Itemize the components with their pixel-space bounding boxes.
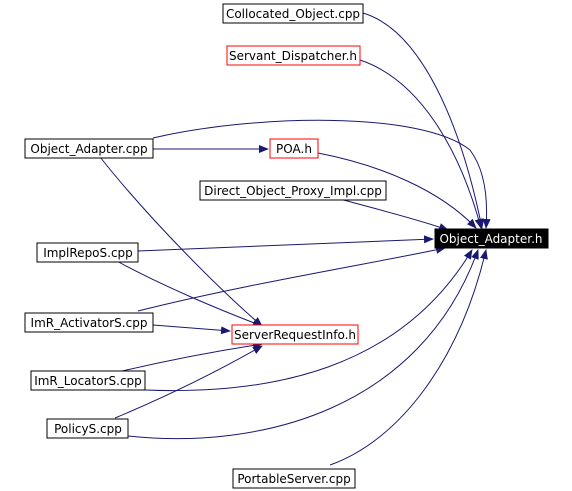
node-portableserver-cpp[interactable]: PortableServer.cpp — [232, 468, 356, 489]
edge-policys-to-object-adapter-h — [127, 249, 479, 440]
node-label: PolicyS.cpp — [54, 422, 122, 436]
edge-imr-locators-to-serverrequestinfo-h — [117, 341, 263, 373]
node-label: ImplRepoS.cpp — [43, 246, 133, 260]
node-label: ImR_LocatorS.cpp — [34, 374, 142, 388]
edge-implrepos-to-object-adapter-h — [137, 235, 434, 252]
node-imr-activators-cpp[interactable]: ImR_ActivatorS.cpp — [24, 312, 154, 333]
node-label: PortableServer.cpp — [237, 472, 350, 486]
node-direct-object-proxy-impl-cpp[interactable]: Direct_Object_Proxy_Impl.cpp — [199, 180, 387, 201]
node-imr-locators-cpp[interactable]: ImR_LocatorS.cpp — [30, 370, 146, 391]
node-label: POA.h — [276, 142, 312, 156]
edge-imr-activators-to-object-adapter-h — [137, 245, 446, 312]
edge-collocated-to-object-adapter-h — [362, 12, 485, 229]
file-nodes: Collocated_Object.cpp Servant_Dispatcher… — [24, 3, 549, 489]
node-label: ServerRequestInfo.h — [234, 328, 356, 342]
node-serverrequestinfo-h[interactable]: ServerRequestInfo.h — [231, 324, 359, 345]
node-label: ImR_ActivatorS.cpp — [31, 316, 148, 330]
node-collocated-object-cpp[interactable]: Collocated_Object.cpp — [222, 3, 364, 24]
node-servant-dispatcher-h[interactable]: Servant_Dispatcher.h — [226, 45, 361, 66]
node-object-adapter-cpp[interactable]: Object_Adapter.cpp — [24, 138, 154, 159]
node-label: Direct_Object_Proxy_Impl.cpp — [204, 184, 382, 198]
edge-servant-dispatcher-to-object-adapter-h — [359, 59, 483, 229]
node-label: Servant_Dispatcher.h — [229, 49, 357, 63]
node-label: Collocated_Object.cpp — [226, 7, 360, 21]
edge-imr-locators-to-object-adapter-h — [144, 249, 473, 392]
edge-poa-h-to-object-adapter-h — [317, 152, 477, 229]
edge-policys-to-serverrequestinfo-h — [114, 345, 263, 419]
edge-implrepos-to-serverrequestinfo-h — [114, 259, 263, 327]
node-policys-cpp[interactable]: PolicyS.cpp — [46, 418, 129, 439]
edge-direct-object-proxy-to-object-adapter-h — [339, 198, 449, 231]
edge-object-adapter-cpp-to-serverrequestinfo-h — [99, 156, 263, 327]
node-label: Object_Adapter.h — [439, 232, 542, 246]
node-implrepos-cpp[interactable]: ImplRepoS.cpp — [36, 242, 139, 263]
edge-portableserver-to-object-adapter-h — [329, 249, 488, 466]
node-object-adapter-h[interactable]: Object_Adapter.h — [434, 228, 549, 249]
edge-imr-activators-to-serverrequestinfo-h — [152, 324, 231, 335]
node-label: Object_Adapter.cpp — [30, 142, 147, 156]
edge-object-adapter-cpp-to-object-adapter-h — [152, 119, 491, 229]
node-poa-h[interactable]: POA.h — [269, 138, 319, 159]
dependency-edges — [99, 12, 491, 466]
